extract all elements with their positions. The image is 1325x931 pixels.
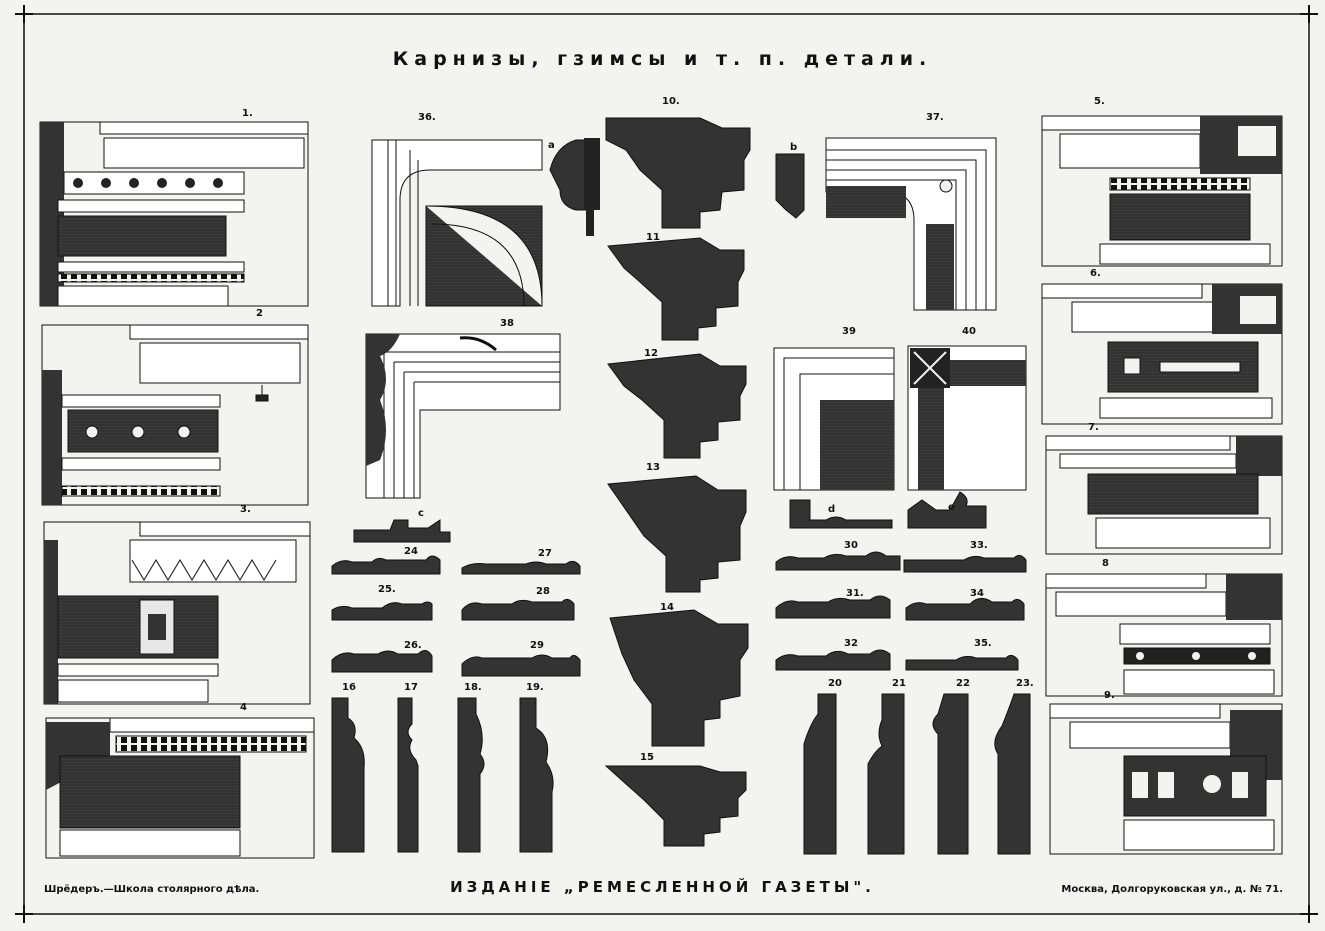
- fig-37-label: 37.: [926, 112, 944, 123]
- fig-24-label: 24: [404, 546, 418, 557]
- frame-corner-fig-40: [907, 345, 1027, 491]
- fig-36-label: 36.: [418, 112, 436, 123]
- cornice-fig-3: [43, 521, 311, 705]
- profile-fig-10: [605, 117, 751, 229]
- footer-address: Москва, Долгоруковская ул., д. № 71.: [1061, 884, 1283, 895]
- vertical-profiles-right: [803, 693, 1031, 855]
- cornice-fig-8: [1045, 573, 1283, 697]
- fig-32-label: 32: [844, 638, 858, 649]
- cornice-fig-5: [1041, 115, 1283, 267]
- fig-17-label: 17: [404, 682, 418, 693]
- fig-21-label: 21: [892, 678, 906, 689]
- fig-16-label: 16: [342, 682, 356, 693]
- fig-31-label: 31.: [846, 588, 864, 599]
- fig-34-label: 34: [970, 588, 984, 599]
- fig-14-label: 14: [660, 602, 674, 613]
- frame-corner-fig-37: [825, 137, 997, 311]
- fig-35-label: 35.: [974, 638, 992, 649]
- fig-23-label: 23.: [1016, 678, 1034, 689]
- fig-26-label: 26.: [404, 640, 422, 651]
- corner-marks: [15, 5, 1318, 923]
- fig-7-label: 7.: [1088, 422, 1099, 433]
- fig-15-label: 15: [640, 752, 654, 763]
- fig-27-label: 27: [538, 548, 552, 559]
- fig-1-label: 1.: [242, 108, 253, 119]
- fig-c-label: c: [418, 508, 424, 519]
- fig-12-label: 12: [644, 348, 658, 359]
- fig-6-label: 6.: [1090, 268, 1101, 279]
- fig-a-label: a: [548, 140, 555, 151]
- fig-e-label: e: [948, 502, 955, 513]
- footer-author: Шрёдеръ.—Школа столярного дѣла.: [44, 884, 260, 895]
- fig-d-label: d: [828, 504, 835, 515]
- frame-corner-fig-36: [371, 139, 543, 307]
- profile-fig-11: [607, 237, 745, 341]
- fig-38-label: 38: [500, 318, 514, 329]
- fig-19-label: 19.: [526, 682, 544, 693]
- fig-39-label: 39: [842, 326, 856, 337]
- fig-33-label: 33.: [970, 540, 988, 551]
- fig-25-label: 25.: [378, 584, 396, 595]
- profile-fig-14: [609, 609, 749, 747]
- fig-9-label: 9.: [1104, 690, 1115, 701]
- fig-22-label: 22: [956, 678, 970, 689]
- fig-13-label: 13: [646, 462, 660, 473]
- fig-28-label: 28: [536, 586, 550, 597]
- fig-8-label: 8: [1102, 558, 1109, 569]
- fig-11-label: 11: [646, 232, 660, 243]
- fig-b-label: b: [790, 142, 797, 153]
- fig-30-label: 30: [844, 540, 858, 551]
- profile-b: [775, 153, 805, 219]
- cornice-fig-7: [1045, 435, 1283, 555]
- plate-title: Карнизы, гзимсы и т. п. детали.: [392, 48, 933, 70]
- cornice-fig-4: [45, 717, 315, 859]
- cornice-fig-9: [1049, 703, 1283, 855]
- cornice-fig-1: [39, 121, 309, 307]
- profile-fig-12: [607, 353, 747, 459]
- frame-corner-fig-39: [773, 347, 895, 491]
- profile-fig-13: [607, 475, 747, 593]
- profile-fig-15: [604, 765, 747, 847]
- fig-2-label: 2: [256, 308, 263, 319]
- figure-labels: 1. 2 3. 4 5. 6. 7. 8 9. 10. 11 12 13 14 …: [240, 96, 1115, 763]
- fig-20-label: 20: [828, 678, 842, 689]
- cornice-fig-6: [1041, 283, 1283, 425]
- fig-18-label: 18.: [464, 682, 482, 693]
- small-mouldings-right: [775, 491, 1027, 671]
- footer-publisher: ИЗДАНІЕ „РЕМЕСЛЕННОЙ ГАЗЕТЫ".: [450, 878, 875, 896]
- small-mouldings-left: [331, 519, 581, 677]
- fig-29-label: 29: [530, 640, 544, 651]
- profile-a: [549, 138, 600, 236]
- fig-4-label: 4: [240, 702, 247, 713]
- frame-corner-fig-38: [365, 333, 561, 499]
- fig-5-label: 5.: [1094, 96, 1105, 107]
- fig-10-label: 10.: [662, 96, 680, 107]
- vertical-profiles-left: [331, 697, 554, 853]
- fig-3-label: 3.: [240, 504, 251, 515]
- plate-border: [23, 13, 1310, 915]
- fig-40-label: 40: [962, 326, 976, 337]
- cornice-fig-2: [41, 324, 309, 506]
